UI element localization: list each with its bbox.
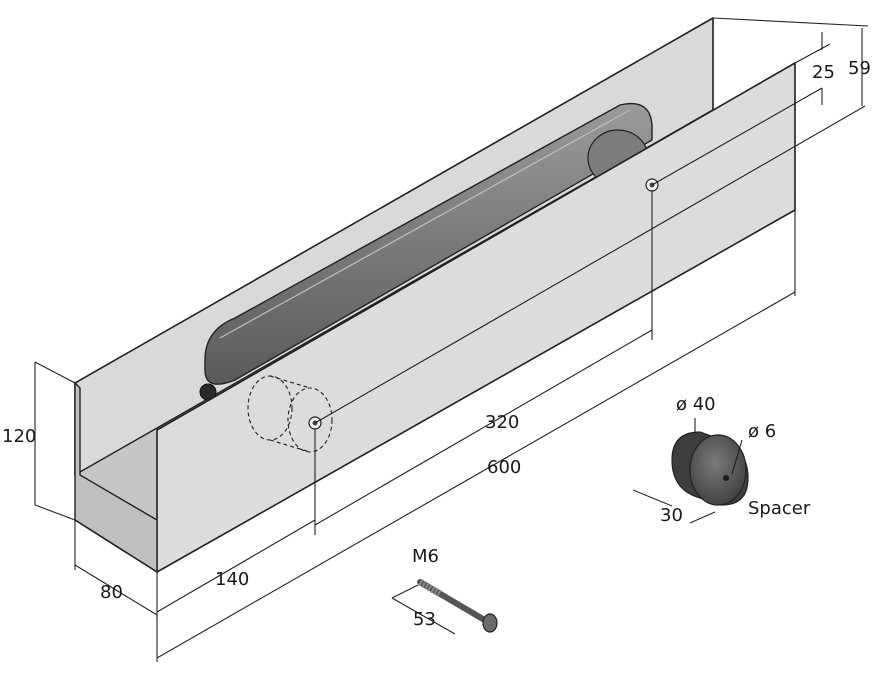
dim-length-label: 600 [487, 457, 521, 478]
spacer-part [632, 418, 749, 524]
hidden-spacer-outline [247, 375, 333, 453]
dim-hole-spacing-label: 320 [485, 412, 519, 433]
dim-width-label: 80 [100, 582, 123, 603]
dimension-lines [34, 17, 869, 662]
dim-screw-thread-label: M6 [412, 546, 439, 567]
dim-screw-length-label: 53 [413, 609, 436, 630]
dim-spacer-outer-label: ø 40 [676, 394, 716, 415]
spacer-label: Spacer [748, 498, 811, 519]
dim-spacer-thickness-label: 30 [660, 505, 683, 526]
channel-front-wall [74, 62, 796, 574]
dim-top-large-label: 59 [848, 58, 871, 79]
dim-offset-label: 140 [215, 569, 249, 590]
dim-spacer-inner-label: ø 6 [748, 421, 776, 442]
dim-height-label: 120 [2, 426, 36, 447]
screw-m6 [391, 578, 498, 635]
dim-top-small-label: 25 [812, 62, 835, 83]
